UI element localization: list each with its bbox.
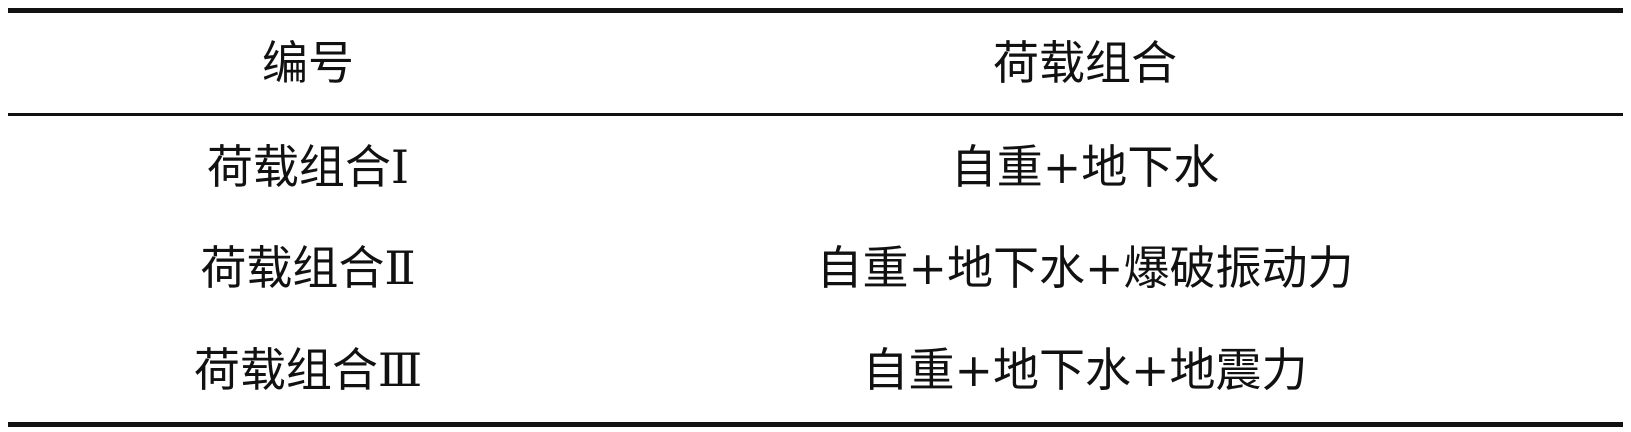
row-load-combination: 自重+地下水+地震力 (862, 343, 1308, 397)
row-id: 荷载组合Ⅰ (206, 140, 410, 194)
row-load-combination: 自重+地下水 (950, 140, 1220, 194)
row-id: 荷载组合Ⅱ (200, 241, 416, 295)
header-load-combination: 荷载组合 (993, 36, 1177, 90)
header-id: 编号 (262, 36, 354, 90)
table-top-rule (8, 8, 1623, 13)
row-load-combination: 自重+地下水+爆破振动力 (816, 241, 1354, 295)
table-header-rule (8, 113, 1623, 116)
table-bottom-rule (8, 422, 1623, 427)
row-id: 荷载组合Ⅲ (193, 343, 423, 397)
